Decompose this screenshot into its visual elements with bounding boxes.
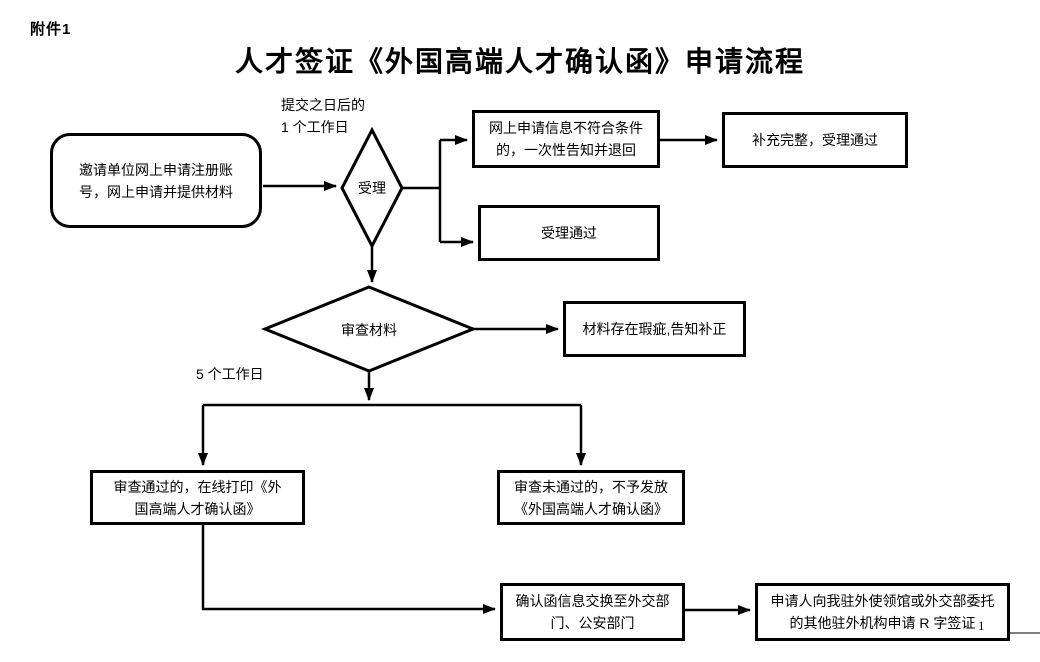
node-start: 邀请单位网上申请注册账号，网上申请并提供材料 (50, 133, 262, 228)
page-title: 人才签证《外国高端人才确认函》申请流程 (234, 47, 805, 78)
node-info-exchange: 确认函信息交换至外交部门、公安部门 (500, 583, 685, 641)
node-acceptance-pass: 受理通过 (478, 205, 660, 261)
acceptance-diamond-shape (340, 126, 404, 250)
arrow-reviewpass-to-infoexchange (201, 525, 496, 614)
review-diamond-shape (260, 285, 478, 373)
node-visa-application: 申请人向我驻外使领馆或外交部委托的其他驻外机构申请 R 字签证 (755, 583, 1010, 641)
decision-acceptance-label: 受理 (358, 180, 386, 196)
annotation-review-days: 5 个工作日 (196, 366, 264, 382)
node-supplement-pass: 补充完整，受理通过 (722, 112, 908, 168)
decision-review-label: 审查材料 (341, 322, 397, 338)
node-reject-info: 网上申请信息不符合条件的，一次性告知并退回 (472, 110, 660, 168)
annotation-submit-deadline: 提交之日后的 1 个工作日 (281, 97, 365, 135)
page-number: 1 (978, 618, 985, 633)
node-review-fail: 审查未通过的，不予发放《外国高端人才确认函》 (497, 470, 685, 525)
attachment-label: 附件1 (30, 21, 72, 38)
node-material-flaw: 材料存在瑕疵,告知补正 (563, 301, 746, 357)
node-review-pass-print: 审查通过的，在线打印《外国高端人才确认函》 (90, 470, 305, 525)
